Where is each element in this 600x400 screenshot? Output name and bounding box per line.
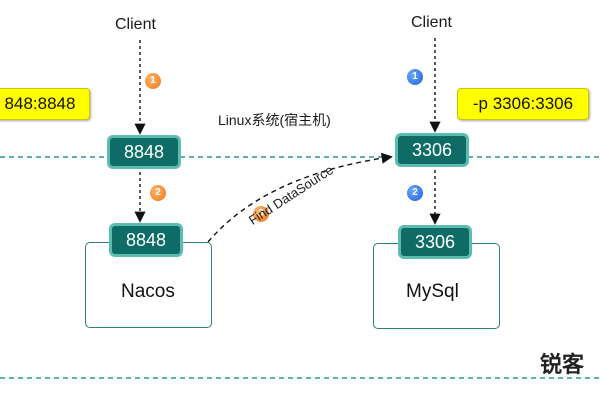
client-label-right: Client (411, 14, 452, 31)
step-badge-orange-3: 3 (253, 206, 269, 222)
port-mapping-note-mysql: -p 3306:3306 (457, 88, 589, 120)
arrow-find-datasource (207, 152, 393, 243)
step-badge-blue-1: 1 (407, 69, 423, 85)
container-port-mysql: 3306 (398, 225, 472, 259)
mysql-label: MySql (406, 281, 459, 302)
host-system-label: Linux系统(宿主机) (218, 112, 331, 128)
step-badge-blue-2: 2 (407, 185, 423, 201)
container-port-nacos: 8848 (109, 223, 183, 257)
step-badge-orange-1: 1 (145, 73, 161, 89)
port-mapping-note-nacos: 848:8848 (0, 88, 90, 120)
host-port-nacos: 8848 (107, 135, 181, 169)
host-port-mysql: 3306 (395, 133, 469, 167)
nacos-label: Nacos (121, 281, 175, 302)
step-badge-orange-2: 2 (150, 185, 166, 201)
watermark-logo: 锐客 (540, 353, 585, 378)
client-label-left: Client (115, 16, 156, 33)
